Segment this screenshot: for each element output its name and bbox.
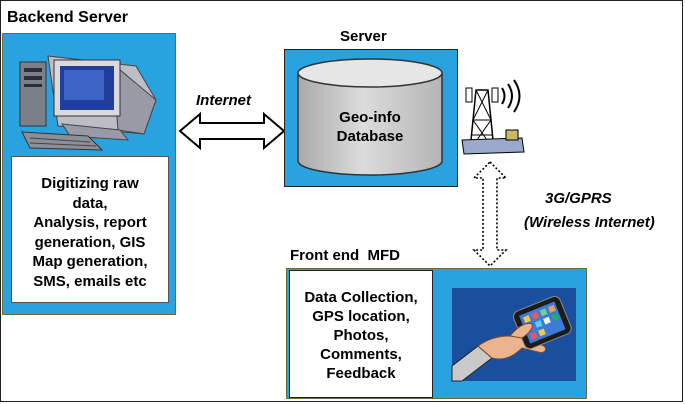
frontend-description: Data Collection, GPS location, Photos, C… xyxy=(289,270,433,398)
backend-line: Map generation, xyxy=(32,253,148,270)
backend-line: Digitizing raw xyxy=(41,175,139,192)
frontend-line: Photos, xyxy=(333,327,389,344)
backend-server-title: Backend Server xyxy=(7,9,128,26)
smartphone-in-hand-icon xyxy=(451,295,572,382)
double-arrow-internet xyxy=(178,111,286,151)
backend-line: generation, GIS xyxy=(34,233,146,251)
double-arrow-wireless xyxy=(472,160,508,268)
backend-line: SMS, emails etc xyxy=(33,272,147,290)
cell-tower-icon xyxy=(461,79,525,155)
database-cylinder-icon xyxy=(297,58,443,176)
desktop-computer-icon xyxy=(19,55,157,151)
server-title: Server xyxy=(340,28,387,45)
backend-line: Analysis, report xyxy=(33,214,147,231)
frontend-line: Data Collection, xyxy=(304,289,418,306)
backend-line: data, xyxy=(72,194,108,212)
internet-label: Internet xyxy=(196,92,252,109)
frontend-line: Feedback xyxy=(326,365,396,382)
backend-description: Digitizing raw data, Analysis, report ge… xyxy=(11,156,169,303)
database-label-line1: Geo-info xyxy=(339,109,401,126)
frontend-line: Comments, xyxy=(320,346,402,363)
wireless-label-line1: 3G/GPRS xyxy=(545,190,612,207)
wireless-label-line2: (Wireless Internet) xyxy=(524,214,655,231)
frontend-line: GPS location, xyxy=(312,308,410,325)
frontend-title: Front end MFD xyxy=(290,247,400,264)
database-label-line2: Database xyxy=(336,128,404,145)
